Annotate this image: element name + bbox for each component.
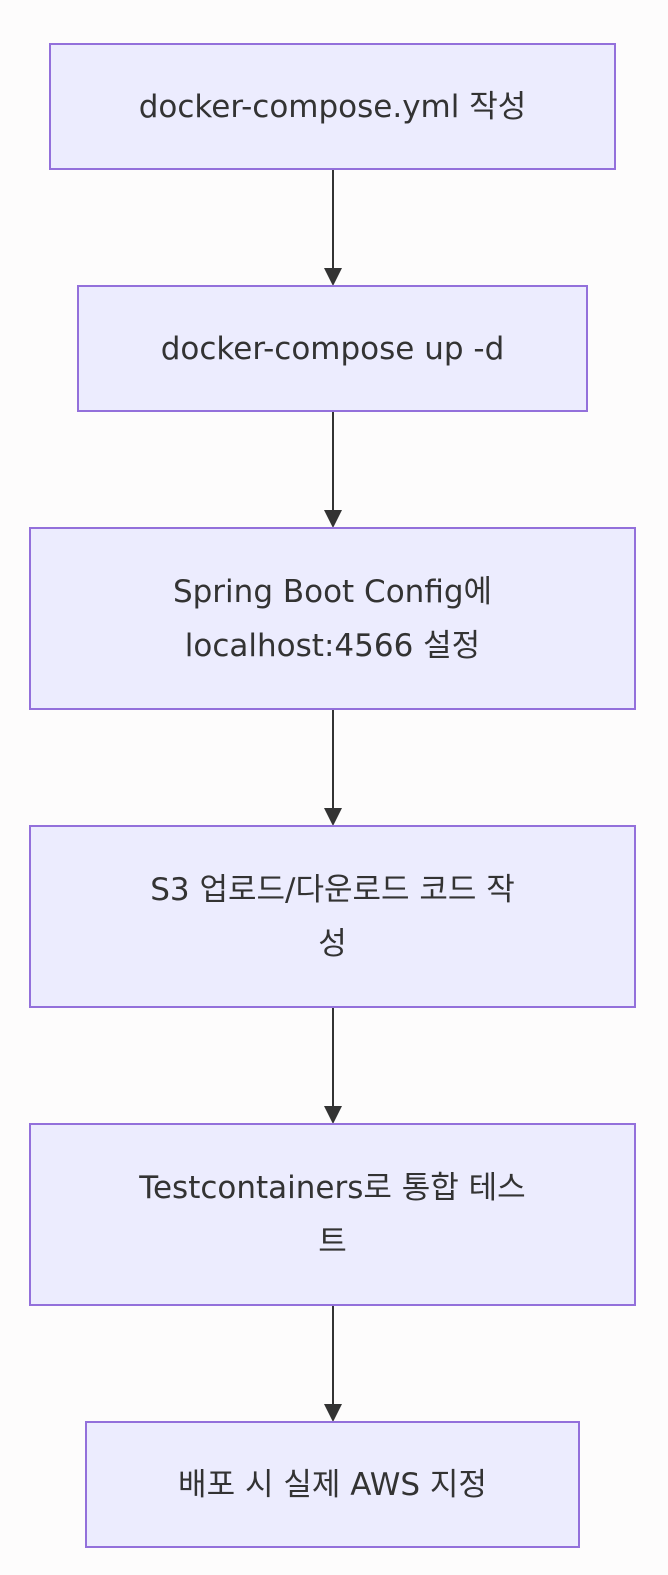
step-label-line-1: Spring Boot Config에 <box>172 573 493 610</box>
step-compose-up: docker-compose up -d <box>77 285 588 412</box>
step-label-line-2: 성 <box>318 925 347 962</box>
step-label-line-1: Testcontainers로 통합 테스 <box>139 1169 526 1206</box>
step-label-line-1: 배포 시 실제 AWS 지정 <box>178 1466 487 1503</box>
step-label-line-1: docker-compose.yml 작성 <box>138 88 527 125</box>
arrow-4-to-5 <box>324 1008 342 1124</box>
step-s3-code: S3 업로드/다운로드 코드 작 성 <box>29 825 636 1008</box>
step-integration-test: Testcontainers로 통합 테스 트 <box>29 1123 636 1306</box>
step-label-line-2: localhost:4566 설정 <box>184 627 481 664</box>
step-spring-boot-config: Spring Boot Config에 localhost:4566 설정 <box>29 527 636 710</box>
arrow-3-to-4 <box>324 710 342 826</box>
arrow-5-to-6 <box>324 1306 342 1422</box>
step-write-compose-file: docker-compose.yml 작성 <box>49 43 616 170</box>
step-deploy-aws: 배포 시 실제 AWS 지정 <box>85 1421 580 1548</box>
arrow-1-to-2 <box>324 170 342 286</box>
step-label-line-1: S3 업로드/다운로드 코드 작 <box>150 871 515 908</box>
step-label-line-1: docker-compose up -d <box>160 330 505 367</box>
step-label-line-2: 트 <box>318 1223 347 1260</box>
arrow-2-to-3 <box>324 412 342 528</box>
